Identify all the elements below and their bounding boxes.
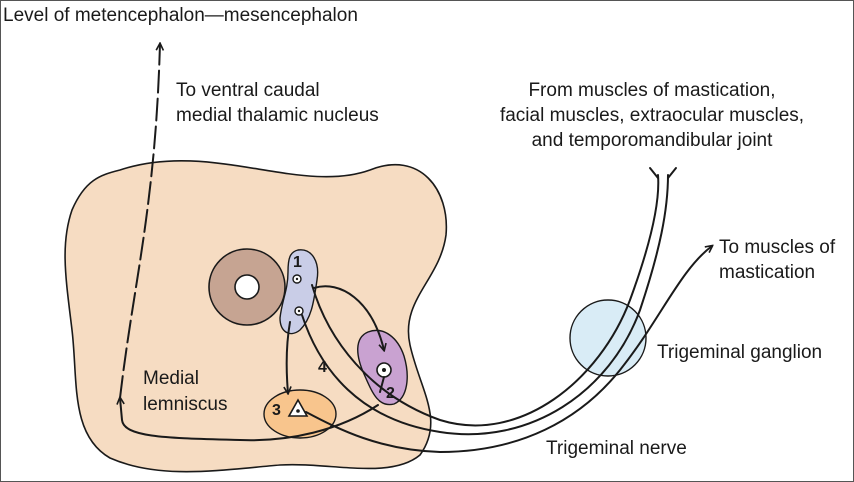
nucleus-2-label: 2 (386, 385, 395, 402)
sensory-origin-line3: and temporomandibular joint (532, 130, 774, 151)
sensory-root-fiber-outer (311, 174, 660, 427)
motor-target-line1: To muscles of (719, 237, 836, 258)
medial-lemniscus-line2: lemniscus (143, 394, 227, 415)
nucleus-1-shape (279, 249, 319, 335)
nucleus-1-neuron-a (292, 274, 302, 284)
nucleus-2-neuron (376, 362, 392, 393)
sensory-origin-line2: facial muscles, extraocular muscles, (500, 105, 804, 126)
medial-lemniscus-line1: Medial (143, 368, 199, 389)
nucleus-1-label: 1 (293, 254, 302, 271)
level-title: Level of metencephalon—mesencephalon (3, 5, 358, 26)
trigeminal-ganglion-shape (569, 299, 647, 377)
trigeminal-nerve-label: Trigeminal nerve (546, 438, 687, 459)
nucleus-3-neuron (287, 398, 309, 417)
collateral-1-to-3 (287, 321, 290, 393)
nucleus-1-neuron-b (294, 306, 304, 316)
lemniscus-crossing-fiber (120, 398, 379, 442)
nucleus-3-label: 3 (272, 402, 281, 419)
nucleus-4-label: 4 (318, 359, 327, 376)
ascending-pathway (119, 44, 160, 399)
motor-root-fiber (305, 246, 712, 453)
trigeminal-ganglion-label: Trigeminal ganglion (657, 342, 822, 363)
sensory-root-fiber-inner (301, 174, 669, 436)
thalamus-label-line1: To ventral caudal (176, 80, 320, 101)
motor-target-line2: mastication (719, 262, 815, 283)
thalamus-label-line2: medial thalamic nucleus (176, 105, 379, 126)
collateral-1-to-2 (313, 285, 384, 350)
aqueduct-lumen (234, 274, 260, 300)
sensory-origin-line1: From muscles of mastication, (528, 80, 775, 101)
sensory-root-fork (649, 167, 677, 179)
